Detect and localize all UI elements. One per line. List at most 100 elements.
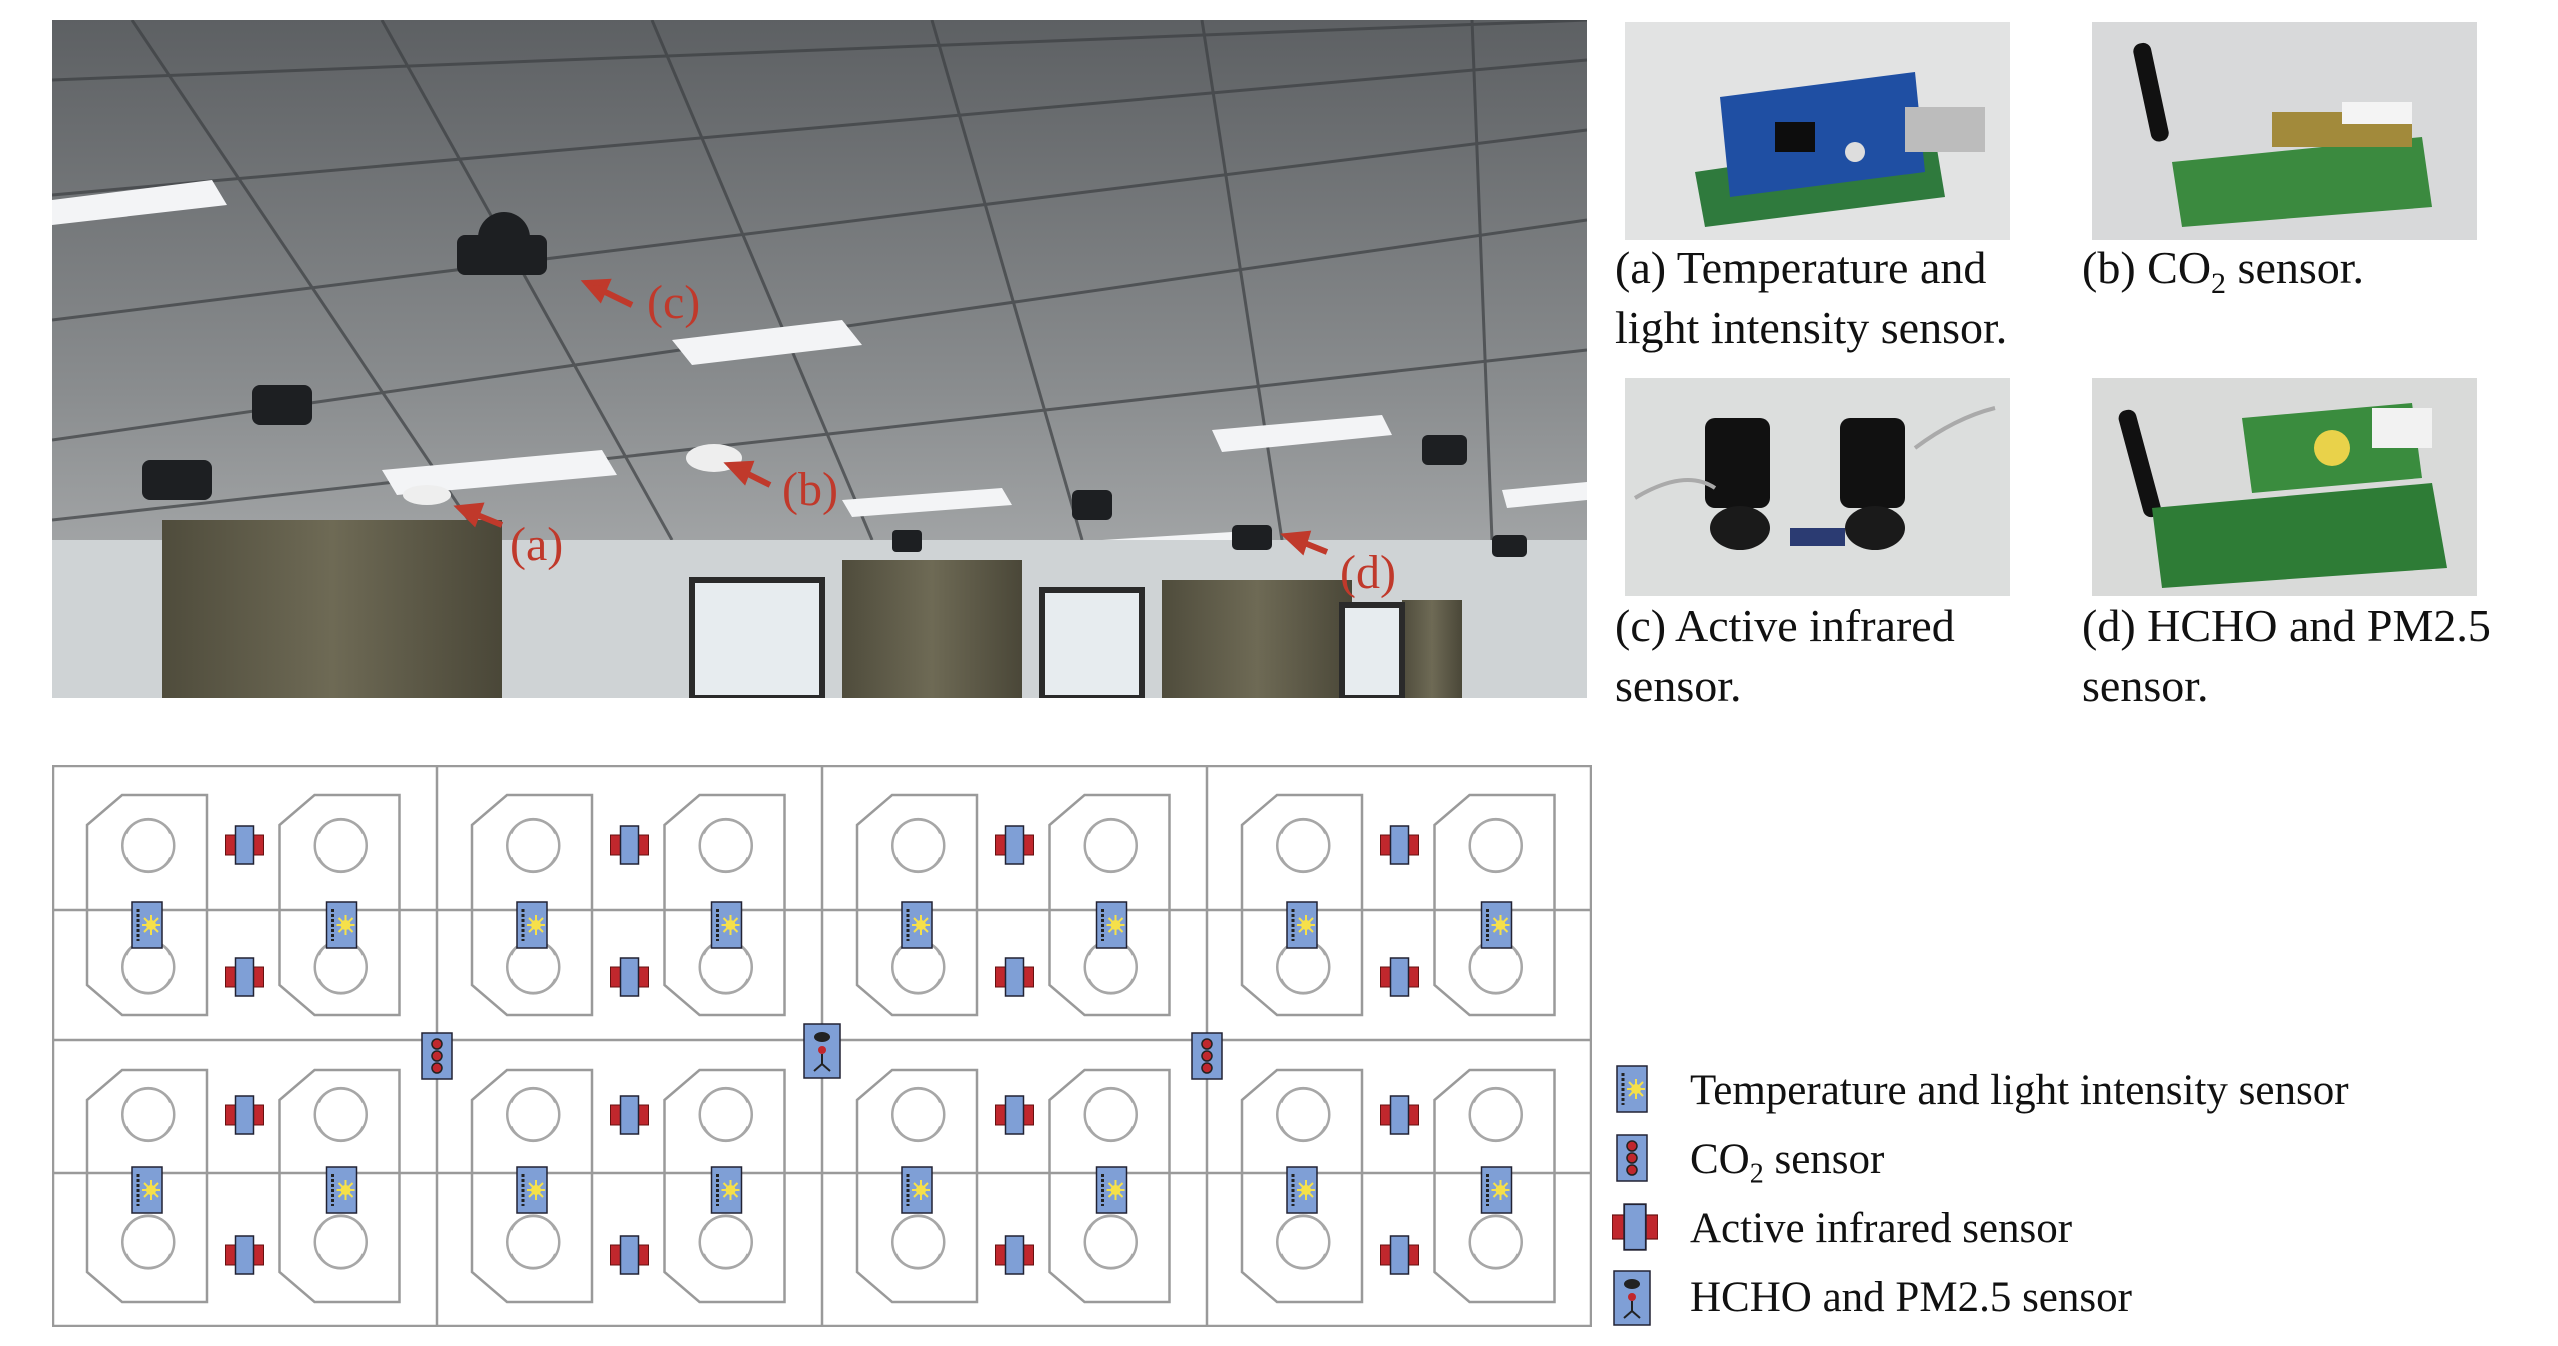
plan-desk — [85, 1068, 209, 1173]
plan-chair — [506, 1086, 561, 1143]
plan-desk — [855, 1068, 979, 1173]
plan-chair — [1276, 817, 1331, 874]
plan-chair — [1276, 1214, 1331, 1270]
photo-hcho-pm25-sensor — [2092, 378, 2477, 596]
caption-c: (c) Active infrared sensor. — [1615, 600, 1955, 711]
temperature-light-sensor-marker — [1095, 1165, 1128, 1215]
active-infrared-sensor-marker — [609, 1235, 650, 1275]
marker-c: (c) — [647, 276, 700, 329]
plan-desk — [1048, 793, 1171, 910]
plan-chair — [1276, 1086, 1331, 1143]
plan-chair — [1468, 817, 1523, 874]
hcho-pm25-sensor-icon — [1613, 1270, 1651, 1326]
temperature-light-sensor-marker — [1480, 1165, 1513, 1215]
plan-desk — [855, 793, 979, 910]
legend-label: Active infrared sensor — [1690, 1205, 2073, 1252]
plan-desk — [663, 1173, 786, 1304]
active-infrared-sensor-marker — [224, 1235, 265, 1275]
plan-desk — [855, 910, 979, 1017]
plan-desk — [663, 793, 786, 910]
photo-active-infrared-sensor — [1625, 378, 2010, 596]
plan-desk — [855, 1173, 979, 1304]
hcho-pm25-sensor-marker — [803, 1023, 841, 1079]
temperature-light-sensor-icon — [1615, 1064, 1649, 1114]
plan-chair — [506, 1214, 561, 1270]
plan-desk — [1433, 910, 1556, 1017]
co2-sensor-marker — [421, 1032, 453, 1080]
temperature-light-sensor-marker — [130, 1165, 164, 1215]
plan-desk — [278, 910, 401, 1017]
plan-desk — [1240, 1068, 1364, 1173]
plan-desk — [1240, 910, 1364, 1017]
active-infrared-sensor-marker — [994, 1235, 1035, 1275]
plan-desk — [1433, 1068, 1556, 1173]
plan-desk — [1240, 793, 1364, 910]
plan-desk — [85, 910, 209, 1017]
plan-desk — [85, 1173, 209, 1304]
plan-desk — [1048, 910, 1171, 1017]
active-infrared-sensor-marker — [224, 1095, 265, 1135]
plan-chair — [121, 1086, 176, 1143]
plan-chair — [313, 817, 368, 874]
plan-desk — [278, 1068, 401, 1173]
plan-chair — [1083, 817, 1138, 874]
office-floor-plan — [52, 765, 1592, 1327]
active-infrared-sensor-marker — [224, 957, 265, 997]
plan-desk — [470, 793, 594, 910]
active-infrared-sensor-marker — [994, 825, 1035, 865]
active-infrared-sensor-marker — [224, 825, 265, 865]
active-infrared-sensor-marker — [994, 957, 1035, 997]
plan-chair — [121, 817, 176, 874]
plan-chair — [1083, 1214, 1138, 1270]
active-infrared-sensor-marker — [1379, 957, 1420, 997]
temperature-light-sensor-marker — [1095, 900, 1128, 950]
plan-chair — [698, 817, 753, 874]
plan-chair — [121, 1214, 176, 1270]
temperature-light-sensor-marker — [325, 1165, 358, 1215]
plan-desk — [663, 1068, 786, 1173]
plan-chair — [313, 1214, 368, 1270]
active-infrared-sensor-marker — [609, 1095, 650, 1135]
active-infrared-sensor-icon — [1612, 1203, 1658, 1251]
temperature-light-sensor-marker — [515, 900, 549, 950]
plan-chair — [891, 1086, 946, 1143]
plan-chair — [506, 817, 561, 874]
caption-d: (d) HCHO and PM2.5 sensor. — [2082, 600, 2491, 711]
plan-desk — [663, 910, 786, 1017]
plan-desk — [1433, 1173, 1556, 1304]
plan-chair — [891, 817, 946, 874]
plan-chair — [891, 1214, 946, 1270]
active-infrared-sensor-marker — [994, 1095, 1035, 1135]
temperature-light-sensor-marker — [900, 900, 934, 950]
active-infrared-sensor-marker — [1379, 1235, 1420, 1275]
plan-desk — [1433, 793, 1556, 910]
ceiling-photo: (c) (a) (b) (d) — [52, 20, 1587, 698]
temperature-light-sensor-marker — [1285, 900, 1319, 950]
photo-temperature-light-sensor — [1625, 22, 2010, 240]
plan-chair — [698, 1214, 753, 1270]
marker-d: (d) — [1340, 546, 1396, 599]
plan-desk — [1240, 1173, 1364, 1304]
legend-label: HCHO and PM2.5 sensor — [1690, 1274, 2132, 1321]
marker-b: (b) — [782, 463, 838, 516]
plan-chair — [1468, 1214, 1523, 1270]
co2-sensor-marker — [1191, 1032, 1223, 1080]
plan-chair — [1468, 1086, 1523, 1143]
plan-desk — [85, 793, 209, 910]
plan-chair — [1083, 1086, 1138, 1143]
plan-desk — [1048, 1173, 1171, 1304]
co2-sensor-icon — [1616, 1134, 1648, 1182]
plan-desk — [470, 1173, 594, 1304]
plan-chair — [313, 1086, 368, 1143]
plan-desk — [470, 910, 594, 1017]
plan-desk — [1048, 1068, 1171, 1173]
active-infrared-sensor-marker — [609, 825, 650, 865]
plan-chair — [698, 1086, 753, 1143]
active-infrared-sensor-marker — [1379, 825, 1420, 865]
temperature-light-sensor-marker — [325, 900, 358, 950]
active-infrared-sensor-marker — [1379, 1095, 1420, 1135]
caption-b: (b) CO2 sensor. — [2082, 242, 2365, 301]
active-infrared-sensor-marker — [609, 957, 650, 997]
temperature-light-sensor-marker — [130, 900, 164, 950]
temperature-light-sensor-marker — [710, 900, 743, 950]
